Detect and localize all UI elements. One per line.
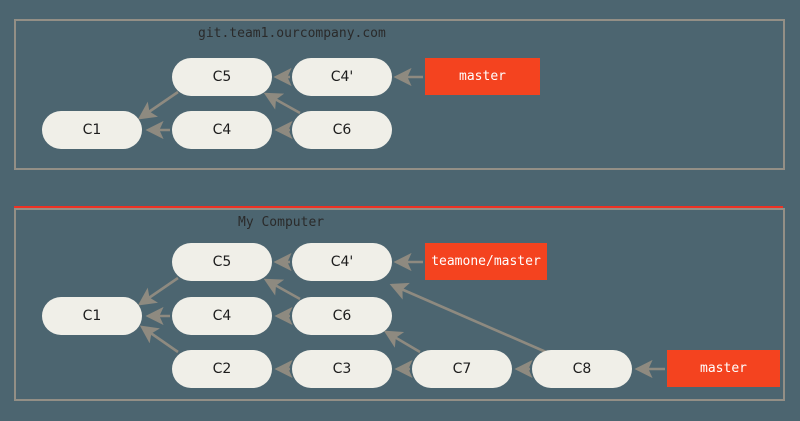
commit-node-c6-local[interactable]: C6 <box>292 297 392 335</box>
commit-node-c2-local[interactable]: C2 <box>172 350 272 388</box>
branch-label-master-local[interactable]: master <box>667 350 780 387</box>
panel-local-title: My Computer <box>238 215 325 230</box>
commit-node-c6-remote[interactable]: C6 <box>292 111 392 149</box>
commit-node-c4prime-remote[interactable]: C4' <box>292 58 392 96</box>
branch-label-teamone-master[interactable]: teamone/master <box>425 243 547 280</box>
commit-node-c7-local[interactable]: C7 <box>412 350 512 388</box>
commit-node-c4prime-local[interactable]: C4' <box>292 243 392 281</box>
panel-remote-title: git.team1.ourcompany.com <box>198 26 386 41</box>
commit-node-c1-local[interactable]: C1 <box>42 297 142 335</box>
commit-node-c5-remote[interactable]: C5 <box>172 58 272 96</box>
commit-node-c3-local[interactable]: C3 <box>292 350 392 388</box>
commit-node-c4-local[interactable]: C4 <box>172 297 272 335</box>
commit-node-c5-local[interactable]: C5 <box>172 243 272 281</box>
commit-node-c4-remote[interactable]: C4 <box>172 111 272 149</box>
panel-local <box>14 208 785 401</box>
commit-node-c1-remote[interactable]: C1 <box>42 111 142 149</box>
panel-local-accent-bar <box>14 206 783 208</box>
panel-remote <box>14 19 785 170</box>
branch-label-master-remote[interactable]: master <box>425 58 540 95</box>
commit-node-c8-local[interactable]: C8 <box>532 350 632 388</box>
